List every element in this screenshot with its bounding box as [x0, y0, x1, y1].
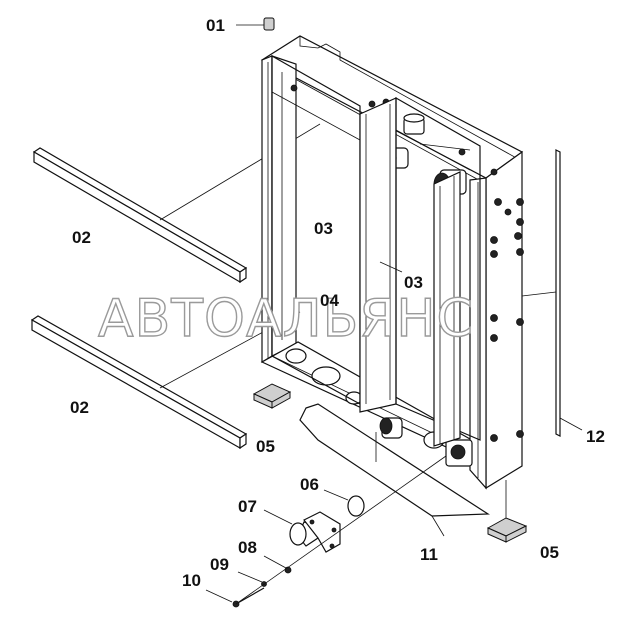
callout-01: 01: [206, 16, 225, 35]
part-02-upper-bar: [32, 147, 248, 284]
callout-05-left: 05: [256, 437, 275, 456]
callout-12: 12: [586, 427, 605, 446]
part-01-cap: [236, 17, 275, 31]
callout-10: 10: [182, 571, 201, 590]
part-04-core-right-tube: [433, 171, 461, 447]
part-05-pad-left: [252, 383, 292, 409]
callout-02-lower: 02: [70, 398, 89, 417]
part-11-baffle: [299, 403, 490, 537]
part-07-elbow: [263, 509, 341, 553]
part-05-pad-right: [486, 480, 528, 543]
part-02-lower-bar: [30, 315, 248, 450]
callout-04: 04: [320, 291, 339, 310]
part-12-strip: [521, 149, 583, 437]
part-03-core-right: [359, 96, 481, 441]
callout-05-right: 05: [540, 543, 559, 562]
callout-06: 06: [300, 475, 319, 494]
callout-02-upper: 02: [72, 228, 91, 247]
callout-03-right: 03: [404, 273, 423, 292]
callout-03-left: 03: [314, 219, 333, 238]
callout-11: 11: [420, 545, 438, 564]
assembly-axis-line: [235, 455, 447, 605]
watermark: АВТОАЛЬЯНС: [98, 289, 474, 349]
callout-07: 07: [238, 497, 257, 516]
part-09-washer: [237, 571, 267, 587]
callout-08: 08: [238, 538, 257, 557]
part-08-washer: [263, 555, 292, 574]
callout-09: 09: [210, 555, 229, 574]
leader-03b: [379, 261, 403, 273]
part-06-gasket: [323, 489, 365, 517]
